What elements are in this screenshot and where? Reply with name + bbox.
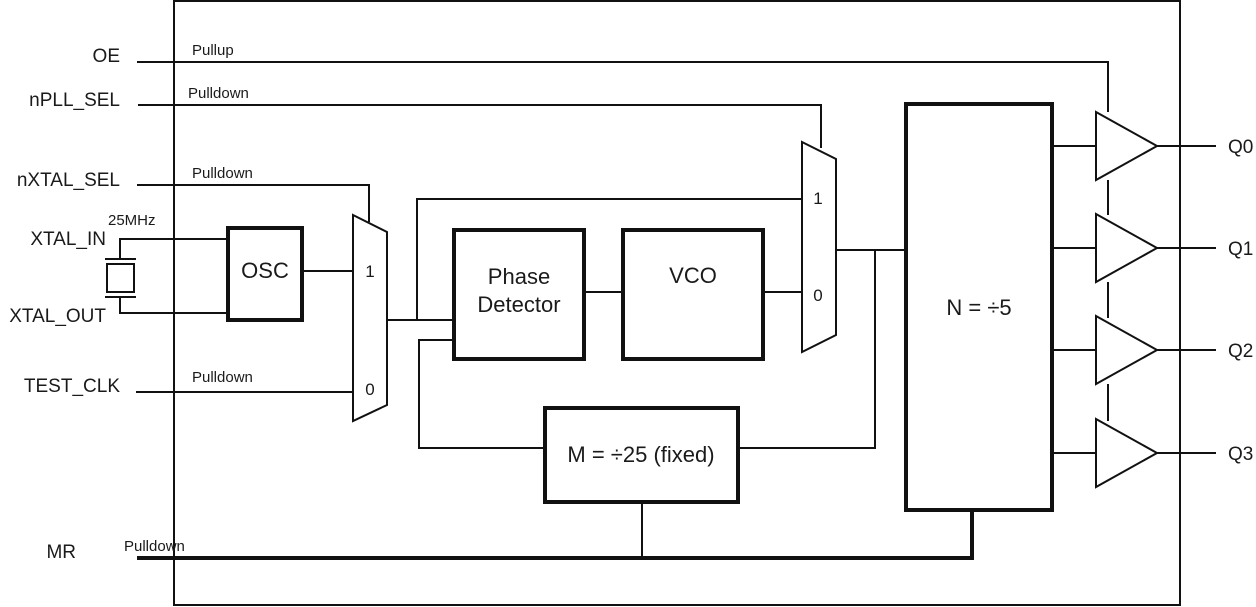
output-buffer-1: [1095, 212, 1160, 284]
bias-label-oe: Pullup: [192, 42, 234, 59]
wire-mux1-to-mux2: [416, 198, 802, 320]
bias-label-nxtal-sel: Pulldown: [192, 165, 253, 182]
wire-mr: [137, 510, 974, 560]
vco-label: VCO: [669, 263, 717, 288]
pin-label-xtal-out: XTAL_OUT: [9, 306, 106, 327]
output-label-q3: Q3: [1228, 444, 1253, 465]
output-label-q2: Q2: [1228, 341, 1253, 362]
pll-bypass-mux-label-0: 0: [813, 286, 822, 305]
crystal-symbol: [105, 258, 136, 298]
wire-m-to-phase-detector: [418, 339, 545, 449]
crystal-frequency-label: 25MHz: [108, 212, 156, 229]
n-divider-block: N = ÷5: [904, 102, 1054, 512]
phase-detector-block: Phase Detector: [452, 228, 586, 361]
output-label-q1: Q1: [1228, 239, 1253, 260]
wire-nxtal-sel: [137, 184, 370, 222]
osc-label: OSC: [241, 258, 289, 283]
bias-label-mr: Pulldown: [124, 538, 185, 555]
output-label-q0: Q0: [1228, 137, 1253, 158]
input-mux: 1 0: [352, 213, 388, 423]
bias-label-test-clk: Pulldown: [192, 369, 253, 386]
input-mux-label-1: 1: [365, 262, 374, 281]
pin-label-test-clk: TEST_CLK: [24, 376, 120, 397]
input-mux-label-0: 0: [365, 380, 374, 399]
pin-label-xtal-in: XTAL_IN: [30, 229, 106, 250]
wire-xtal-in: [119, 238, 228, 259]
wire-npll-sel: [138, 104, 822, 148]
pin-label-npll-sel: nPLL_SEL: [29, 90, 120, 111]
n-divider-label: N = ÷5: [946, 295, 1011, 320]
output-buffer-2: [1095, 314, 1160, 386]
wire-feedback-to-m: [738, 250, 876, 449]
bias-label-npll-sel: Pulldown: [188, 85, 249, 102]
vco-block: VCO: [621, 228, 765, 361]
output-buffer-3: [1095, 417, 1160, 489]
phase-detector-label-line1: Phase: [488, 264, 550, 289]
pin-label-mr: MR: [46, 542, 76, 563]
chip-boundary: [173, 0, 1181, 606]
phase-detector-label-line2: Detector: [477, 292, 560, 317]
pll-bypass-mux-label-1: 1: [813, 189, 822, 208]
pll-bypass-mux: 1 0: [801, 140, 837, 354]
pin-label-oe: OE: [93, 46, 120, 67]
m-divider-block: M = ÷25 (fixed): [543, 406, 740, 504]
wire-oe: [137, 61, 1109, 112]
osc-block: OSC: [226, 226, 304, 322]
m-divider-label: M = ÷25 (fixed): [567, 442, 714, 467]
wire-xtal-out: [119, 297, 228, 314]
output-buffer-0: [1095, 110, 1160, 182]
pin-label-nxtal-sel: nXTAL_SEL: [17, 170, 120, 191]
